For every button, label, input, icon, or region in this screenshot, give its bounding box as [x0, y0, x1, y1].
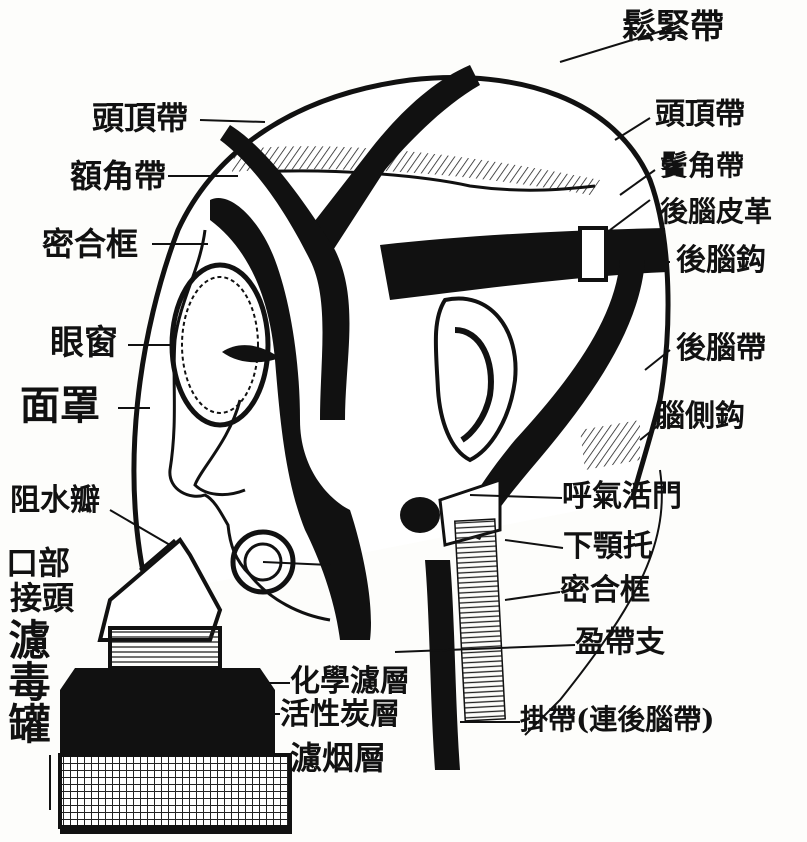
forehead-hatching — [232, 146, 600, 195]
neck-hatching — [580, 420, 640, 470]
label-lvdu-guan: 濾毒罐 — [2, 618, 51, 744]
nose-line — [193, 399, 246, 497]
label-ejiao-dai-left: 額角帶 — [70, 157, 167, 195]
forehead-wave-line — [254, 169, 596, 192]
top-strap-front — [220, 125, 350, 420]
label-hounao-gou: 後腦鈎 — [676, 243, 766, 278]
label-ying-dai-zhi: 盈帶支 — [575, 625, 665, 660]
strap-buckle — [578, 226, 608, 282]
seal-frame-dark — [210, 198, 371, 640]
label-lvyan-ceng: 濾烟層 — [290, 739, 387, 777]
label-hounao-pi: 後腦皮革 — [660, 195, 773, 228]
label-jie-tou: 接頭 — [10, 579, 75, 617]
label-naoce-gou: 腦側鈎 — [655, 399, 745, 434]
label-huqi-huomen: 呼氣活門 — [562, 479, 682, 514]
chin-strap-light — [454, 518, 506, 722]
label-hounao-dai: 後腦帶 — [676, 331, 766, 366]
label-zushui-ban: 阻水瓣 — [10, 483, 100, 518]
label-mihe-kuang-bottom: 密合框 — [560, 573, 650, 608]
mouth-piece — [230, 529, 296, 595]
label-yanchuang: 眼窗 — [50, 323, 118, 363]
label-mihe-kuang-top: 密合框 — [42, 225, 139, 263]
top-strap — [300, 65, 480, 255]
exhalation-valve — [400, 497, 440, 533]
label-touding-dai-left: 頭頂帶 — [92, 99, 189, 137]
label-kou-bu: 口部 — [6, 544, 71, 582]
canister-body-dark — [60, 668, 275, 755]
rear-strap — [455, 260, 645, 540]
label-ejiao-dai-right: 鬢角帶 — [660, 149, 745, 182]
label-huoxing-tanceng: 活性炭層 — [280, 697, 400, 732]
label-xiae-tuo: 下顎托 — [563, 529, 653, 564]
label-songjin-dai: 鬆緊帶 — [622, 7, 724, 47]
label-touding-dai-right: 頭頂帶 — [655, 97, 745, 132]
leader-lines — [49, 29, 671, 810]
label-gua-dai: 掛帶(連後腦帶) — [520, 703, 715, 736]
eye — [222, 345, 280, 363]
canister-neck — [108, 626, 222, 670]
label-huaxue-lvceng: 化學濾層 — [290, 664, 410, 699]
canister-grid — [58, 753, 292, 829]
ear — [433, 296, 518, 463]
label-mianzhao: 面罩 — [20, 382, 100, 429]
hanging-strap — [425, 560, 460, 770]
